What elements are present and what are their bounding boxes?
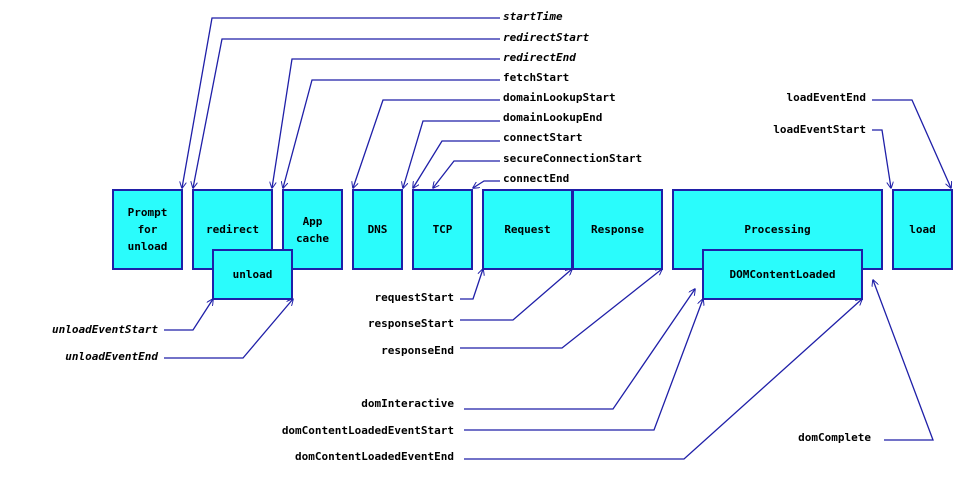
connector-unload-event-start <box>164 299 213 331</box>
label-unload-event-start: unloadEventStart <box>52 323 158 336</box>
label-redirect-start: redirectStart <box>503 31 590 44</box>
label-connect-end: connectEnd <box>503 172 570 185</box>
connector-connect-end <box>473 180 500 188</box>
box-response: Response <box>572 189 663 270</box>
label-domain-lookup-start: domainLookupStart <box>503 91 616 104</box>
box-load: load <box>892 189 953 270</box>
connector-redirect-start <box>193 38 500 188</box>
connector-response-end <box>460 269 662 349</box>
label-fetch-start: fetchStart <box>503 71 570 84</box>
box-dns: DNS <box>352 189 403 270</box>
connector-domain-lookup-end <box>403 120 500 188</box>
label-domain-lookup-end: domainLookupEnd <box>503 111 603 124</box>
label-unload-event-end: unloadEventEnd <box>65 350 158 363</box>
label-dom-content-loaded-event-start: domContentLoadedEventStart <box>281 424 454 437</box>
connector-load-event-start <box>872 129 891 188</box>
connector-request-start <box>460 269 483 300</box>
label-load-event-start: loadEventStart <box>773 123 866 136</box>
box-tcp: TCP <box>412 189 473 270</box>
box-unload: unload <box>212 249 293 300</box>
connector-domain-lookup-start <box>353 99 500 188</box>
connector-dom-interactive <box>464 289 695 410</box>
connector-dom-content-loaded-event-start <box>464 299 703 431</box>
label-request-start: requestStart <box>374 291 454 304</box>
label-dom-content-loaded-event-end: domContentLoadedEventEnd <box>295 450 454 463</box>
label-response-start: responseStart <box>367 317 454 330</box>
connector-fetch-start <box>283 79 500 188</box>
box-dom-content-loaded: DOMContentLoaded <box>702 249 863 300</box>
connector-dom-content-loaded-event-end <box>464 299 862 460</box>
label-dom-interactive: domInteractive <box>361 397 454 410</box>
label-load-event-end: loadEventEnd <box>786 91 866 104</box>
connector-load-event-end <box>872 99 951 188</box>
label-redirect-end: redirectEnd <box>503 51 576 64</box>
box-request: Request <box>482 189 573 270</box>
connector-secure-connection-start <box>433 160 500 188</box>
connector-unload-event-end <box>164 299 293 359</box>
connector-dom-complete <box>873 280 934 441</box>
label-start-time: startTime <box>503 10 563 23</box>
connector-start-time <box>182 17 500 188</box>
connector-redirect-end <box>272 58 500 188</box>
box-prompt-for-unload: Prompt for unload <box>112 189 183 270</box>
label-connect-start: connectStart <box>503 131 583 144</box>
connector-connect-start <box>413 140 500 188</box>
label-response-end: responseEnd <box>381 344 454 357</box>
label-secure-connection-start: secureConnectionStart <box>503 152 643 165</box>
connector-response-start <box>460 269 572 321</box>
label-dom-complete: domComplete <box>798 431 871 444</box>
